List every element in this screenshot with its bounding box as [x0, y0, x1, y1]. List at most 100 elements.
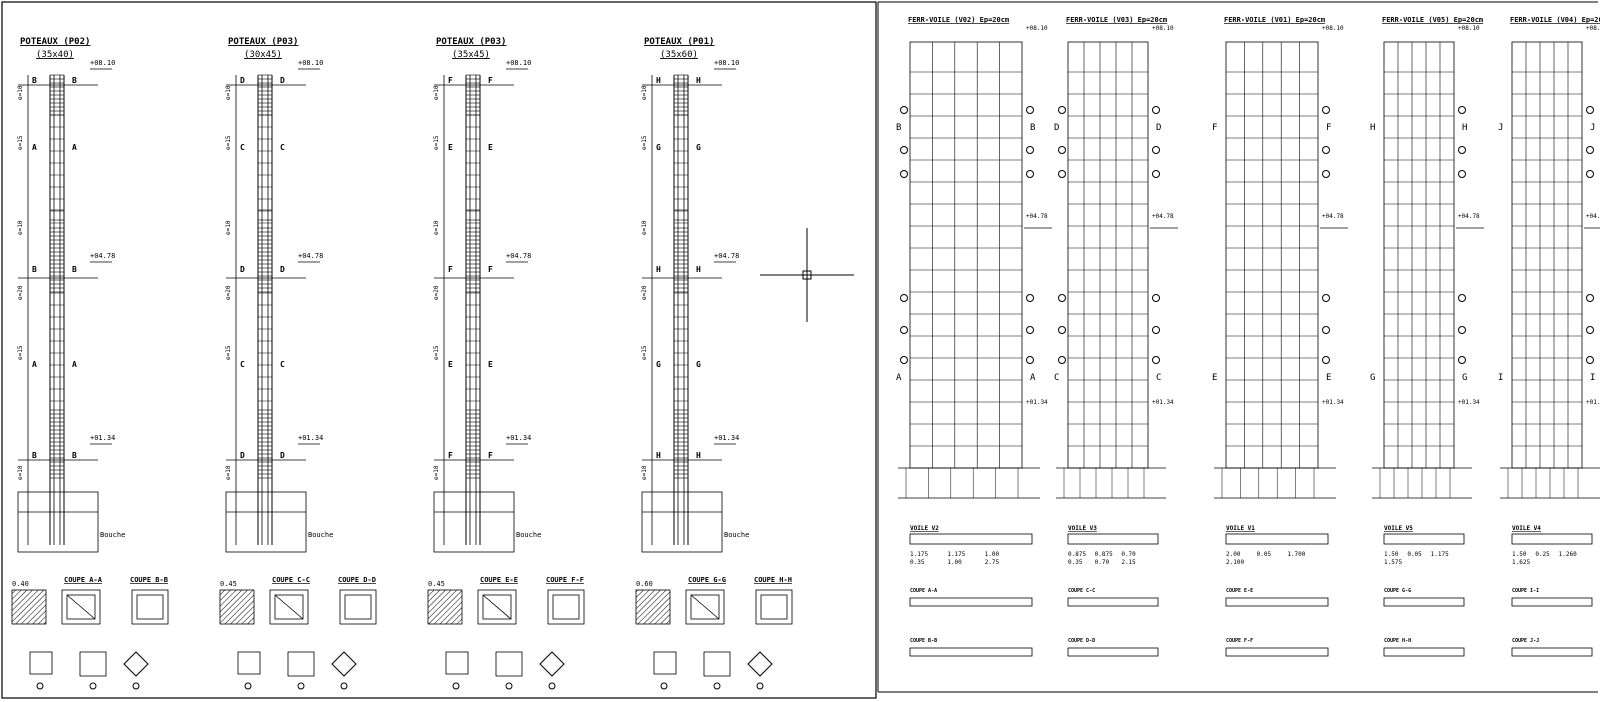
spacing-label: e=10	[17, 85, 24, 100]
section-b	[547, 589, 585, 625]
wall-dim-label: 1.260	[1559, 551, 1577, 558]
section-title: COUPE B-B	[130, 576, 168, 584]
marker-circle	[1322, 170, 1330, 178]
level-label: +04.78	[298, 252, 323, 260]
wall-outline	[1511, 41, 1583, 469]
column-title: POTEAUX (P03)	[228, 37, 298, 47]
marker-circle	[1058, 146, 1066, 154]
wall-section-cut: COUPE J-J	[1512, 638, 1539, 644]
wall-title: FERR-VOILE (V01) Ep=20cm	[1224, 16, 1325, 24]
wall-outline	[1067, 41, 1149, 469]
cut-marker-right: A	[1030, 373, 1036, 383]
level-label: +04.78	[506, 252, 531, 260]
cut-marker-left: G	[656, 360, 661, 369]
marker-circle	[340, 682, 348, 690]
column-title: POTEAUX (P02)	[20, 37, 90, 47]
cut-marker-right: G	[696, 360, 701, 369]
wall-dim-label: 0.05	[1407, 551, 1422, 558]
level-label: +08.10	[1026, 25, 1048, 32]
cut-marker-left: B	[32, 76, 37, 85]
wall-dim-label: 0.25	[1535, 551, 1550, 558]
cut-marker-left: H	[656, 265, 661, 274]
marker-circle	[1058, 294, 1066, 302]
marker-circle	[297, 682, 305, 690]
wall-dim-label: 1.175	[1431, 551, 1449, 558]
level-label: +04.78	[1586, 213, 1600, 220]
cut-marker-left: H	[656, 76, 661, 85]
cut-marker-left: E	[448, 360, 453, 369]
cut-marker-right: E	[488, 143, 493, 152]
marker-circle	[548, 682, 556, 690]
wall-dim-label: 0.875	[1095, 551, 1113, 558]
marker-circle	[1058, 326, 1066, 334]
crosshair-cursor-icon	[760, 228, 854, 322]
stirrup-shape-1	[445, 651, 469, 675]
cut-marker-right: B	[1030, 123, 1035, 133]
column-elevation-2: POTEAUX (P03)(30x45)+08.10+04.78+01.34e=…	[219, 37, 377, 690]
spacing-label: e=10	[433, 465, 440, 480]
cut-marker-right: C	[280, 143, 285, 152]
cut-marker-left: C	[1054, 373, 1059, 383]
cut-marker-left: B	[896, 123, 901, 133]
cut-marker-right: B	[72, 451, 77, 460]
wall-dim-label: 1.50	[1512, 551, 1527, 558]
column-dims: (35x60)	[660, 50, 698, 60]
wall-section-title: VOILE V5	[1384, 525, 1413, 532]
marker-circle	[1586, 326, 1594, 334]
cut-marker-right: F	[1326, 123, 1331, 133]
stirrup-shape-3	[747, 651, 773, 677]
column-dims: (30x45)	[244, 50, 282, 60]
marker-circle	[1026, 170, 1034, 178]
wall-outline	[1225, 41, 1319, 469]
stirrup-shape-2	[287, 651, 315, 677]
section-a-tie	[690, 594, 720, 620]
level-label: +01.34	[1026, 399, 1048, 406]
marker-circle	[1322, 356, 1330, 364]
cut-marker-left: D	[240, 265, 245, 274]
cut-marker-right: E	[1326, 373, 1331, 383]
spacing-label: e=10	[225, 220, 232, 235]
wall-dim-label: 1.175	[947, 551, 965, 558]
level-label: +04.78	[1026, 213, 1048, 220]
cut-marker-right: D	[280, 76, 285, 85]
wall-title: FERR-VOILE (V05) Ep=20cm	[1382, 16, 1483, 24]
wall-elevation-3: FERR-VOILE (V01) Ep=20cm+08.10+04.78+01.…	[1212, 16, 1348, 657]
wall-section-cut: COUPE I-I	[1512, 588, 1539, 594]
level-label: +08.10	[714, 59, 739, 67]
marker-circle	[1458, 146, 1466, 154]
marker-circle	[1458, 356, 1466, 364]
section-title: COUPE C-C	[272, 576, 310, 584]
spacing-label: e=10	[433, 220, 440, 235]
wall-section-title: VOILE V3	[1068, 525, 1097, 532]
marker-circle	[244, 682, 252, 690]
wall-outline	[1383, 41, 1455, 469]
marker-circle	[1322, 326, 1330, 334]
wall-dim-label: 2.00	[1226, 551, 1241, 558]
wall-outline	[909, 41, 1023, 469]
stirrup-shape-3	[539, 651, 565, 677]
marker-circle	[713, 682, 721, 690]
cut-marker-left: J	[1498, 123, 1503, 133]
column-elevation-4: POTEAUX (P01)(35x60)+08.10+04.78+01.34e=…	[635, 37, 793, 690]
level-label: +01.34	[506, 434, 531, 442]
section-b-stirrup	[344, 594, 372, 620]
level-label: +04.78	[1152, 213, 1174, 220]
wall-section-cut-strip	[1511, 597, 1593, 607]
marker-circle	[900, 356, 908, 364]
marker-circle	[1152, 294, 1160, 302]
level-label: +01.34	[714, 434, 739, 442]
section-b	[131, 589, 169, 625]
foundation-block	[641, 491, 723, 553]
level-label: +08.10	[90, 59, 115, 67]
stirrup-shape-1	[29, 651, 53, 675]
wall-title: FERR-VOILE (V03) Ep=20cm	[1066, 16, 1167, 24]
wall-section-title: VOILE V4	[1512, 525, 1541, 532]
spacing-label: e=15	[641, 135, 648, 150]
cut-marker-right: H	[1462, 123, 1467, 133]
cut-marker-right: C	[1156, 373, 1161, 383]
wall-dim-label: 1.700	[1287, 551, 1305, 558]
wall-dim-label: 1.625	[1512, 559, 1530, 566]
wall-title: FERR-VOILE (V02) Ep=20cm	[908, 16, 1009, 24]
spacing-label: e=20	[17, 285, 24, 300]
section-hatched	[11, 589, 47, 625]
